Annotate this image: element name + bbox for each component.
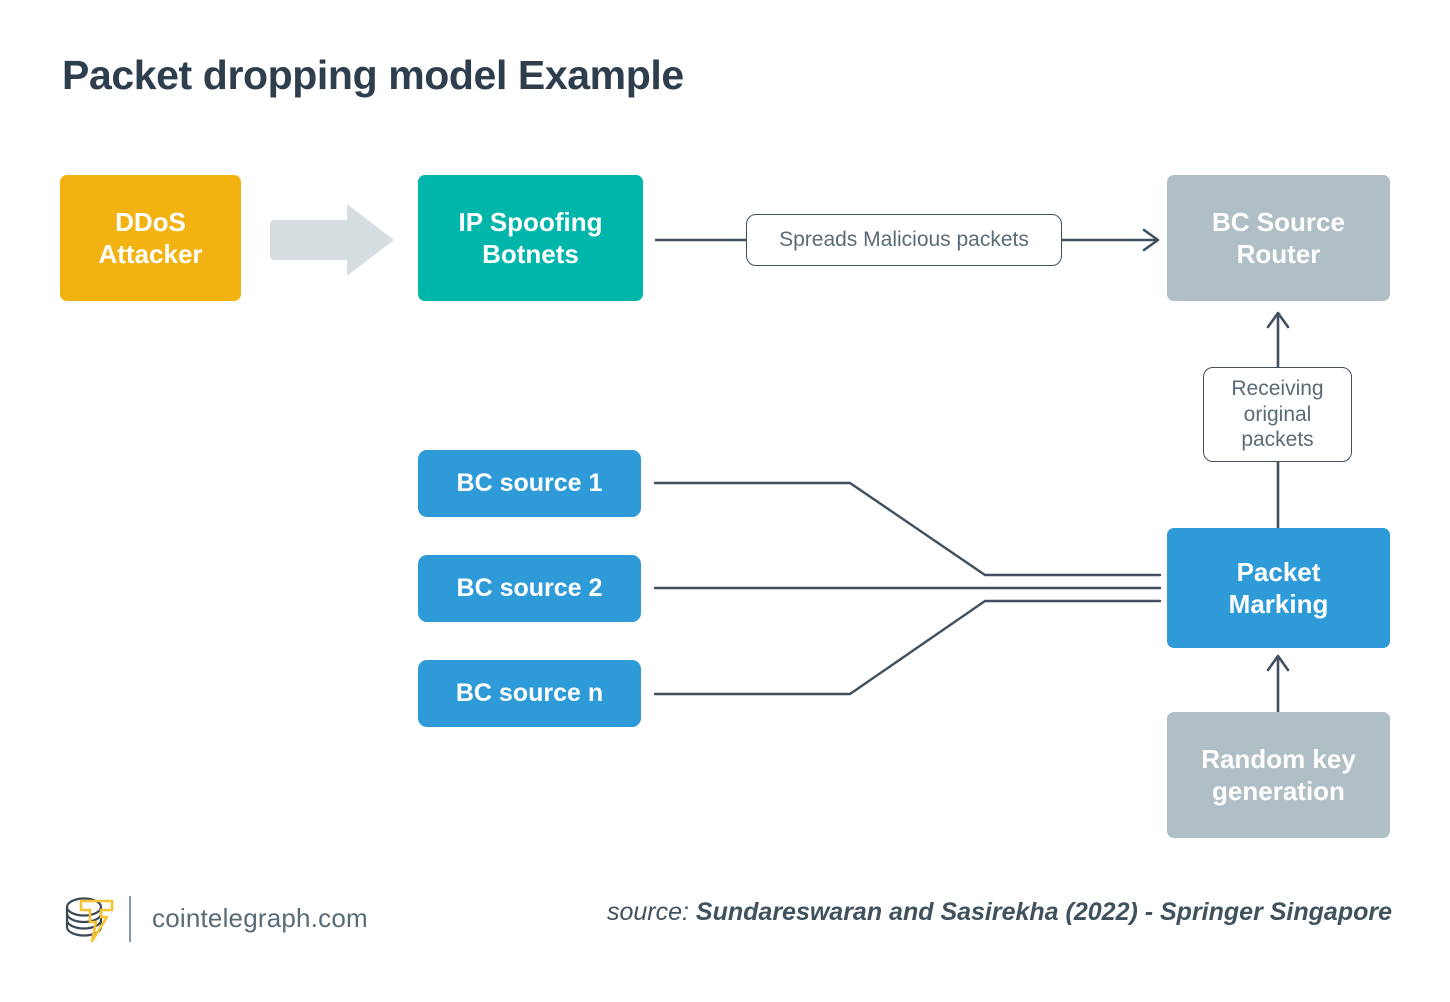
page-title: Packet dropping model Example xyxy=(62,52,684,98)
node-ip-spoofing-botnets-label: IP Spoofing Botnets xyxy=(458,206,603,270)
footer-divider xyxy=(129,896,131,942)
footer-source-reference: Sundareswaran and Sasirekha (2022) - Spr… xyxy=(695,898,1392,926)
edge-bc-source-n-to-packet-marking xyxy=(653,599,1162,696)
node-bc-source-2-label: BC source 2 xyxy=(456,573,603,602)
node-bc-source-1[interactable]: BC source 1 xyxy=(418,450,641,517)
node-random-key-generation[interactable]: Random key generation xyxy=(1167,712,1390,838)
cointelegraph-coins-bolt-icon xyxy=(65,897,114,943)
footer-source-prefix: source: xyxy=(606,898,689,926)
node-packet-marking-label: Packet Marking xyxy=(1228,556,1329,620)
node-bc-source-n[interactable]: BC source n xyxy=(418,660,641,727)
node-bc-source-router-label: BC Source Router xyxy=(1212,206,1345,270)
footer-source-attribution: source: Sundareswaran and Sasirekha (202… xyxy=(607,898,1392,927)
edge-bc-source-1-to-packet-marking xyxy=(653,481,1162,577)
node-ddos-attacker-label: DDoS Attacker xyxy=(98,206,203,270)
node-ddos-attacker[interactable]: DDoS Attacker xyxy=(60,175,241,301)
arrowhead-router-vertical xyxy=(1266,311,1290,329)
footer-site-url[interactable]: cointelegraph.com xyxy=(152,903,368,933)
node-random-key-generation-label: Random key generation xyxy=(1201,743,1356,807)
edge-label-spreads-malicious-packets: Spreads Malicious packets xyxy=(746,214,1062,266)
node-ip-spoofing-botnets[interactable]: IP Spoofing Botnets xyxy=(418,175,643,301)
node-bc-source-2[interactable]: BC source 2 xyxy=(418,555,641,622)
node-bc-source-router[interactable]: BC Source Router xyxy=(1167,175,1390,301)
arrowhead-to-bc-source-router xyxy=(1142,228,1160,252)
node-packet-marking[interactable]: Packet Marking xyxy=(1167,528,1390,648)
arrowhead-packet-marking-bottom xyxy=(1266,654,1290,672)
node-bc-source-1-label: BC source 1 xyxy=(456,468,603,497)
node-bc-source-n-label: BC source n xyxy=(455,678,604,707)
block-arrow-attacker-to-botnets xyxy=(270,204,394,276)
edge-label-receiving-original-packets: Receiving original packets xyxy=(1203,367,1352,462)
